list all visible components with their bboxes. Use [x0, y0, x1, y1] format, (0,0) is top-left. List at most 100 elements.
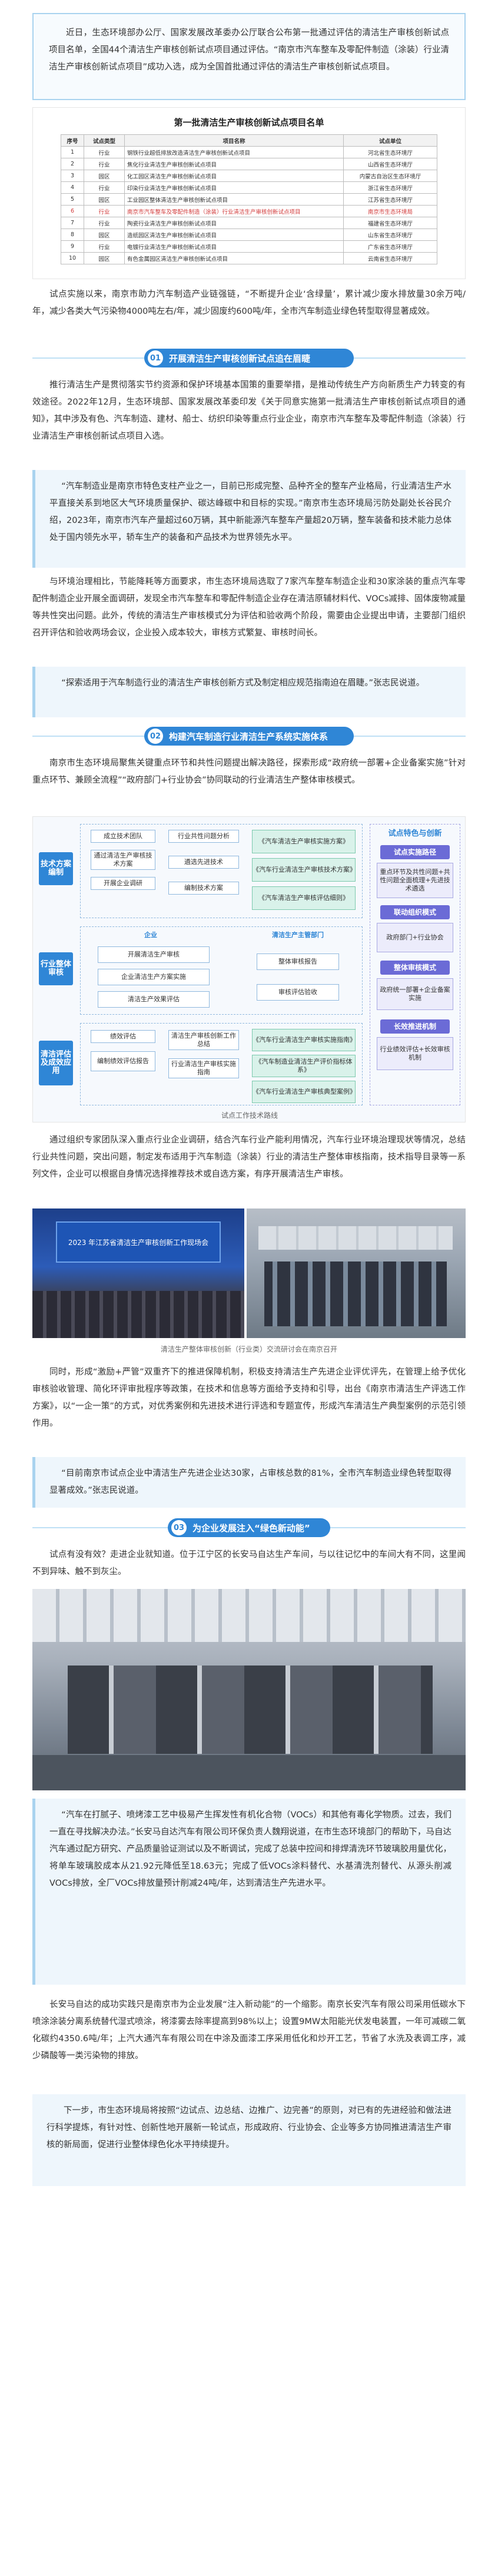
tech-plan-area — [80, 824, 363, 918]
table-cell: 2 — [61, 158, 84, 170]
table-cell: 行业 — [84, 181, 125, 194]
paragraph-problems: 与环境治理相比，节能降耗等方面要求，市生态环境局选取了7家汽车整车制造企业和30… — [32, 577, 466, 638]
table-cell: 印染行业清洁生产审核创新试点项目 — [124, 181, 344, 194]
section-number: 02 — [148, 729, 163, 744]
intro-text: 近日，生态环境部办公厅、国家发展改革委办公厅联合公布第一批通过评估的清洁生产审核… — [49, 28, 449, 72]
photo-factory-visit — [247, 1208, 466, 1338]
enterprise-label: 企业 — [144, 931, 157, 939]
paragraph-guidance: 通过组织专家团队深入重点行业企业调研，结合汽车行业产能利用情况，汽车行业环境治理… — [32, 1135, 466, 1179]
table-cell: 河北省生态环境厅 — [343, 146, 437, 158]
section-number: 01 — [148, 350, 163, 366]
audit-area — [80, 926, 363, 1015]
audience-rows — [32, 1291, 244, 1338]
table-header: 试点单位 — [343, 134, 437, 147]
table-cell: 8 — [61, 229, 84, 241]
table-cell: 山东省生态环境厅 — [343, 229, 437, 241]
table-cell: 南京市生态环境局 — [343, 205, 437, 217]
box-guide: 行业清洁生产审核实施指南 — [168, 1058, 239, 1078]
paragraph-results: 试点实施以来，南京市助力汽车制造产业链强链，“不断提升企业‘含绿量’，累计减少废… — [32, 290, 466, 316]
innovation-title: 试点特色与创新 — [388, 829, 442, 838]
table-cell: 广东省生态环境厅 — [343, 240, 437, 253]
table-cell: 5 — [61, 193, 84, 206]
text-linkage: 政府部门+行业协会 — [377, 923, 453, 952]
table-cell: 园区 — [84, 193, 125, 206]
table-cell: 浙江省生态环境厅 — [343, 181, 437, 194]
workshop-ceiling — [32, 1589, 466, 1642]
table-cell: 7 — [61, 217, 84, 229]
table-cell: 行业 — [84, 205, 125, 217]
table-cell: 1 — [61, 146, 84, 158]
box-select-tech: 遴选先进技术 — [168, 856, 239, 869]
table-cell: 9 — [61, 240, 84, 253]
visitor-group — [264, 1261, 447, 1326]
text-long-term: 行业绩效评估+长效审核机制 — [377, 1037, 453, 1070]
table-cell: 山西省生态环境厅 — [343, 158, 437, 170]
quote-box-guideline: “探索适用于汽车制造行业的清洁生产审核创新方式及制定相应规范指南迫在眉睫。”张志… — [32, 667, 466, 717]
doc-implement-plan: 《汽车清洁生产审核实施方案》 — [252, 830, 356, 853]
text-overall-mode: 政府统一部署+企业备案实施 — [377, 978, 453, 1010]
table-cell: 江苏省生态环境厅 — [343, 193, 437, 206]
table-cell: 造纸园区清洁生产审核创新试点项目 — [124, 229, 344, 241]
table-header-row: 序号 试点类型 项目名称 试点单位 — [61, 134, 437, 147]
section-number: 03 — [171, 1520, 187, 1535]
tag-long-term: 长效推进机制 — [380, 1019, 450, 1034]
table-cell: 10 — [61, 252, 84, 264]
box-carry-audit: 开展清洁生产审核 — [98, 946, 210, 963]
quote-box-results: “目前南京市试点企业中清洁生产先进企业达30家，占审核总数的81%，全市汽车制造… — [32, 1457, 466, 1508]
tag-linkage: 联动组织模式 — [380, 905, 450, 919]
factory-ceiling — [258, 1226, 453, 1250]
box-tech-plan-approve: 通过清洁生产审核技术方案 — [91, 850, 155, 870]
table-cell: 陶瓷行业清洁生产审核创新试点项目 — [124, 217, 344, 229]
box-audit-report: 整体审核报告 — [257, 953, 339, 970]
table-cell: 3 — [61, 170, 84, 182]
tag-overall-mode: 整体审核模式 — [380, 961, 450, 975]
evaluation-area — [80, 1023, 363, 1105]
section-title-pill: 03 为企业发展注入“绿色新动能” — [168, 1518, 330, 1537]
quote-box-mazda: “汽车在打腻子、喷烤漆工艺中极易产生挥发性有机化合物（VOCs）和其他有毒化学物… — [32, 1799, 466, 1985]
table-cell: 园区 — [84, 252, 125, 264]
paragraph-visit: 试点有没有效？走进企业就知道。位于江宁区的长安马自达生产车间，与以往记忆中的车间… — [32, 1550, 466, 1577]
closing-text: 下一步，市生态环境局将按照“边试点、边总结、边推广、边完善”的原则，对已有的先进… — [47, 2106, 451, 2150]
tag-tech-plan: 技术方案编制 — [39, 852, 73, 885]
quote-text: “目前南京市试点企业中清洁生产先进企业达30家，占审核总数的81%，全市汽车制造… — [49, 1469, 451, 1495]
box-work-summary: 清洁生产审核创新工作总结 — [168, 1030, 239, 1050]
quote-text: “汽车制造业是南京市特色支柱产业之一，目前已形成完整、品种齐全的整车产业格局，行… — [49, 482, 451, 542]
table-cell: 工业园区整体清洁生产审核创新试点项目 — [124, 193, 344, 206]
box-performance-eval: 绩效评估 — [91, 1030, 155, 1043]
paragraph-model: 南京市生态环境局聚焦关键重点环节和共性问题提出解决路径，探索形成“政府统一部署+… — [32, 759, 466, 785]
box-effect-evaluation: 清洁生产效果评估 — [98, 991, 210, 1008]
doc-typical-cases: 《汽车行业清洁生产审核典型案例》 — [252, 1081, 356, 1103]
table-cell: 行业 — [84, 217, 125, 229]
section-header-02: 02 构建汽车制造行业清洁生产系统实施体系 — [32, 723, 466, 749]
project-list-title: 第一批清洁生产审核创新试点项目名单 — [174, 117, 324, 128]
box-enterprise-survey: 开展企业调研 — [91, 877, 155, 890]
section-title-pill: 01 开展清洁生产审核创新试点追在眉睫 — [144, 349, 354, 367]
photo-car-workshop — [32, 1589, 466, 1790]
technical-route-diagram: 技术方案编制 行业整体审核 清洁评估及成效应用 成立技术团队 通过清洁生产审核技… — [32, 816, 466, 1123]
quote-text: “汽车在打腻子、喷烤漆工艺中极易产生挥发性有机化合物（VOCs）和其他有毒化学物… — [49, 1810, 451, 1888]
box-common-issue: 行业共性问题分析 — [168, 830, 239, 843]
photo-caption: 清洁生产整体审核创新（行业类）交流研讨会在南京召开 — [160, 1345, 337, 1353]
stage-screen: 2023 年江苏省清洁生产审核创新工作现场会 — [56, 1221, 221, 1263]
table-cell: 电镀行业清洁生产审核创新试点项目 — [124, 240, 344, 253]
section-title-pill: 02 构建汽车制造行业清洁生产系统实施体系 — [144, 727, 354, 746]
section-title: 构建汽车制造行业清洁生产系统实施体系 — [169, 731, 328, 742]
table-cell: 焦化行业清洁生产审核创新试点项目 — [124, 158, 344, 170]
table-cell: 园区 — [84, 229, 125, 241]
closing-box: 下一步，市生态环境局将按照“边试点、边总结、边推广、边完善”的原则，对已有的先进… — [32, 2094, 466, 2186]
table-cell: 云南省生态环境厅 — [343, 252, 437, 264]
paragraph-background: 推行清洁生产是贯彻落实节约资源和保护环境基本国策的重要举措，是推动传统生产方向新… — [32, 380, 466, 441]
quote-text: “探索适用于汽车制造行业的清洁生产审核创新方式及制定相应规范指南迫在眉睫。”张志… — [61, 678, 425, 688]
workshop-floor — [32, 1755, 466, 1790]
table-cell: 4 — [61, 181, 84, 194]
box-audit-acceptance: 审核评估验收 — [257, 984, 339, 1001]
box-write-plan: 编制技术方案 — [168, 882, 239, 895]
section-title: 为企业发展注入“绿色新动能” — [192, 1522, 310, 1534]
